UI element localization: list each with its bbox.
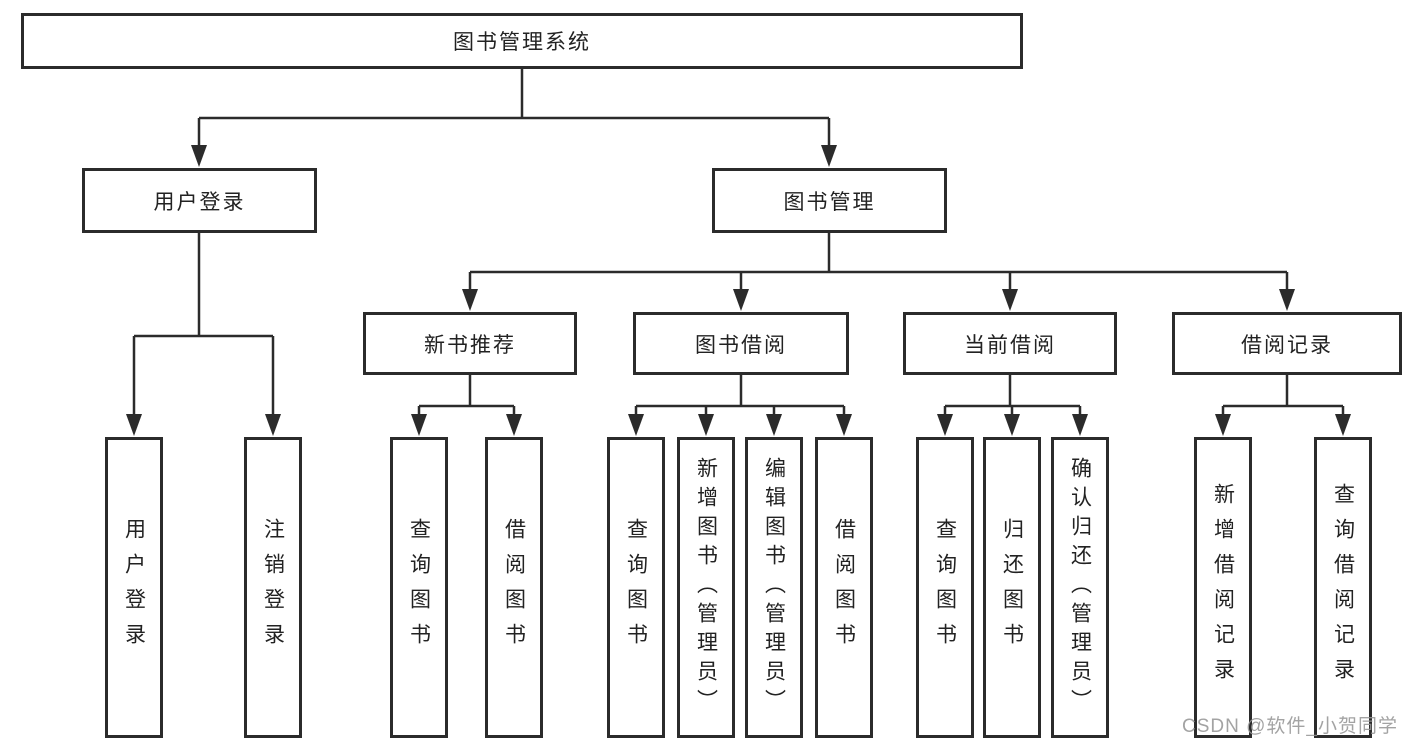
leaf-query-borrow-record-label: 查询借阅记录 [1331, 482, 1355, 693]
leaf-user-login-label: 用户登录 [122, 517, 146, 658]
node-root-label: 图书管理系统 [453, 31, 591, 54]
leaf-return-books: 归还图书 [983, 437, 1041, 738]
leaf-query-books-borrowing-label: 查询图书 [624, 517, 648, 658]
node-current-borrowing-label: 当前借阅 [964, 333, 1056, 357]
leaf-add-borrow-record-label: 新增借阅记录 [1211, 482, 1235, 693]
node-user-login: 用户登录 [82, 168, 317, 233]
leaf-confirm-return-admin-label: 确认归还（管理员） [1068, 457, 1092, 718]
node-borrowing-records: 借阅记录 [1172, 312, 1402, 375]
leaf-query-borrow-record: 查询借阅记录 [1314, 437, 1372, 738]
arrowheads [126, 145, 1351, 436]
leaf-logout: 注销登录 [244, 437, 302, 738]
leaf-query-books-current-label: 查询图书 [933, 517, 957, 658]
leaf-borrow-books: 借阅图书 [815, 437, 873, 738]
node-book-management: 图书管理 [712, 168, 947, 233]
node-book-borrowing-label: 图书借阅 [695, 333, 787, 357]
csdn-watermark: CSDN @软件_小贺同学 [1182, 716, 1398, 737]
leaf-query-books-current: 查询图书 [916, 437, 974, 738]
leaf-logout-label: 注销登录 [261, 517, 285, 658]
leaf-query-books-recommend: 查询图书 [390, 437, 448, 738]
node-user-login-label: 用户登录 [153, 190, 246, 214]
leaf-borrow-books-recommend-label: 借阅图书 [502, 517, 526, 658]
leaf-edit-books-admin-label: 编辑图书（管理员） [762, 457, 786, 718]
leaf-add-borrow-record: 新增借阅记录 [1194, 437, 1252, 738]
leaf-query-books-borrowing: 查询图书 [607, 437, 665, 738]
node-new-book-recommend-label: 新书推荐 [424, 333, 516, 357]
leaf-add-books-admin: 新增图书（管理员） [677, 437, 735, 738]
leaf-edit-books-admin: 编辑图书（管理员） [745, 437, 803, 738]
leaf-user-login: 用户登录 [105, 437, 163, 738]
node-book-management-label: 图书管理 [783, 190, 876, 214]
leaf-query-books-recommend-label: 查询图书 [407, 517, 431, 658]
leaf-add-books-admin-label: 新增图书（管理员） [694, 457, 718, 718]
node-book-borrowing: 图书借阅 [633, 312, 849, 375]
node-current-borrowing: 当前借阅 [903, 312, 1117, 375]
leaf-borrow-books-label: 借阅图书 [832, 517, 856, 658]
leaf-confirm-return-admin: 确认归还（管理员） [1051, 437, 1109, 738]
node-borrowing-records-label: 借阅记录 [1241, 333, 1333, 357]
node-root: 图书管理系统 [21, 13, 1023, 69]
node-new-book-recommend: 新书推荐 [363, 312, 577, 375]
leaf-borrow-books-recommend: 借阅图书 [485, 437, 543, 738]
leaf-return-books-label: 归还图书 [1000, 517, 1024, 658]
